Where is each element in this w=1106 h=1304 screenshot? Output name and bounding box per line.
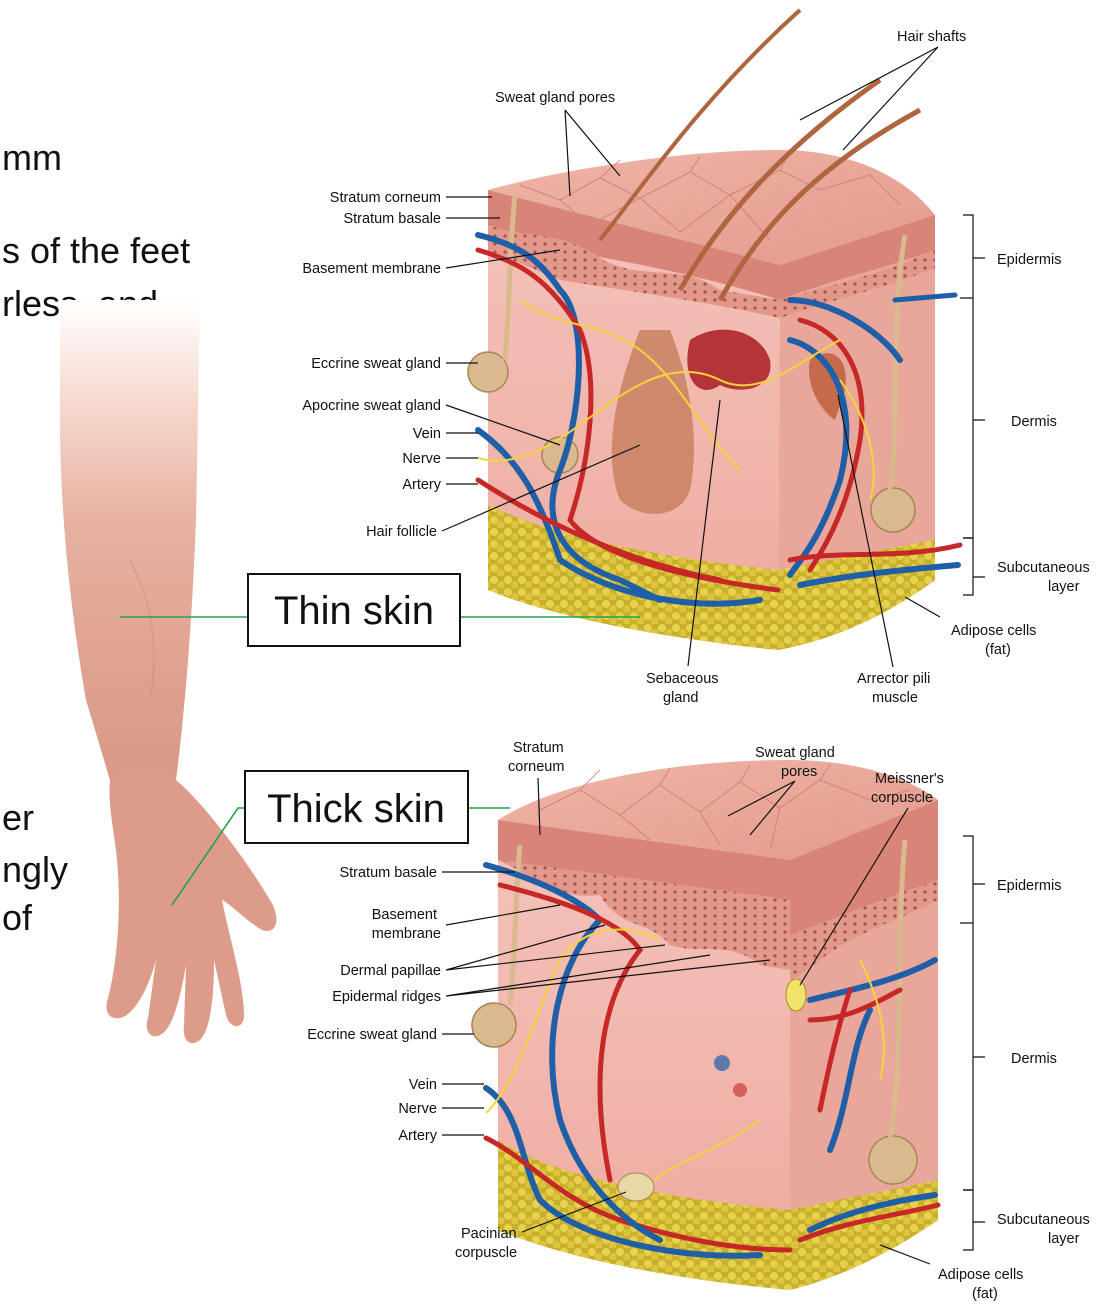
label-apocrine-sweat-gland: Apocrine sweat gland (302, 398, 441, 414)
label-hair-shafts: Hair shafts (897, 29, 966, 45)
label-eccrine-sweat-gland-2: Eccrine sweat gland (307, 1027, 437, 1043)
label-basement-membrane-2: membrane (372, 926, 441, 942)
label-nerve: Nerve (402, 451, 441, 467)
left-text-line6: of (2, 897, 33, 938)
label-eccrine-sweat-gland: Eccrine sweat gland (311, 356, 441, 372)
label-sebaceous-1: Sebaceous (646, 671, 719, 687)
label-arrector-1: Arrector pili (857, 671, 930, 687)
left-text-line5: ngly (2, 849, 68, 890)
thin-skin-block (468, 10, 960, 650)
label-arrector-2: muscle (872, 690, 918, 706)
left-text-line4: er (2, 797, 34, 838)
label-meissner-1: Meissner's (875, 771, 944, 787)
label-stratum-corneum-1: Stratum (513, 740, 564, 756)
label-sweat-gland-pores: Sweat gland pores (495, 90, 615, 106)
label-sweat-gland-pores-2: pores (781, 764, 817, 780)
label-artery: Artery (402, 477, 441, 493)
label-artery-2: Artery (398, 1128, 437, 1144)
label-stratum-corneum: Stratum corneum (330, 190, 441, 206)
label-dermis: Dermis (1011, 414, 1057, 430)
label-epidermis-2: Epidermis (997, 878, 1061, 894)
label-basement-membrane: Basement membrane (302, 261, 441, 277)
label-nerve-2: Nerve (398, 1101, 437, 1117)
label-meissner-2: corpuscle (871, 790, 933, 806)
label-adipose-1b: Adipose cells (938, 1267, 1023, 1283)
thick-skin-block (472, 760, 938, 1290)
label-adipose-2: (fat) (985, 642, 1011, 658)
label-dermis-2: Dermis (1011, 1051, 1057, 1067)
label-adipose-2b: (fat) (972, 1286, 998, 1302)
left-text-line1: mm (2, 137, 62, 178)
label-vein-2: Vein (409, 1077, 437, 1093)
label-dermal-papillae: Dermal papillae (340, 963, 441, 979)
label-epidermis: Epidermis (997, 252, 1061, 268)
thin-skin-box-label: Thin skin (274, 589, 434, 633)
label-sweat-gland-pores-1: Sweat gland (755, 745, 835, 761)
label-subcutaneous-1b: Subcutaneous (997, 1212, 1090, 1228)
label-epidermal-ridges: Epidermal ridges (332, 989, 441, 1005)
label-stratum-basale-2: Stratum basale (339, 865, 437, 881)
left-text-line2: s of the feet (2, 230, 190, 271)
label-hair-follicle: Hair follicle (366, 524, 437, 540)
label-stratum-basale: Stratum basale (343, 211, 441, 227)
label-pacinian-2: corpuscle (455, 1245, 517, 1261)
label-pacinian-1: Pacinian (461, 1226, 517, 1242)
label-sebaceous-2: gland (663, 690, 698, 706)
arm-illustration (60, 300, 276, 1043)
thick-skin-box-label: Thick skin (267, 787, 445, 831)
label-subcutaneous-2b: layer (1048, 1231, 1080, 1247)
label-subcutaneous-2: layer (1048, 579, 1080, 595)
label-subcutaneous-1: Subcutaneous (997, 560, 1090, 576)
label-basement-membrane-1: Basement (372, 907, 437, 923)
label-adipose-1: Adipose cells (951, 623, 1036, 639)
label-stratum-corneum-2: corneum (508, 759, 564, 775)
label-vein: Vein (413, 426, 441, 442)
